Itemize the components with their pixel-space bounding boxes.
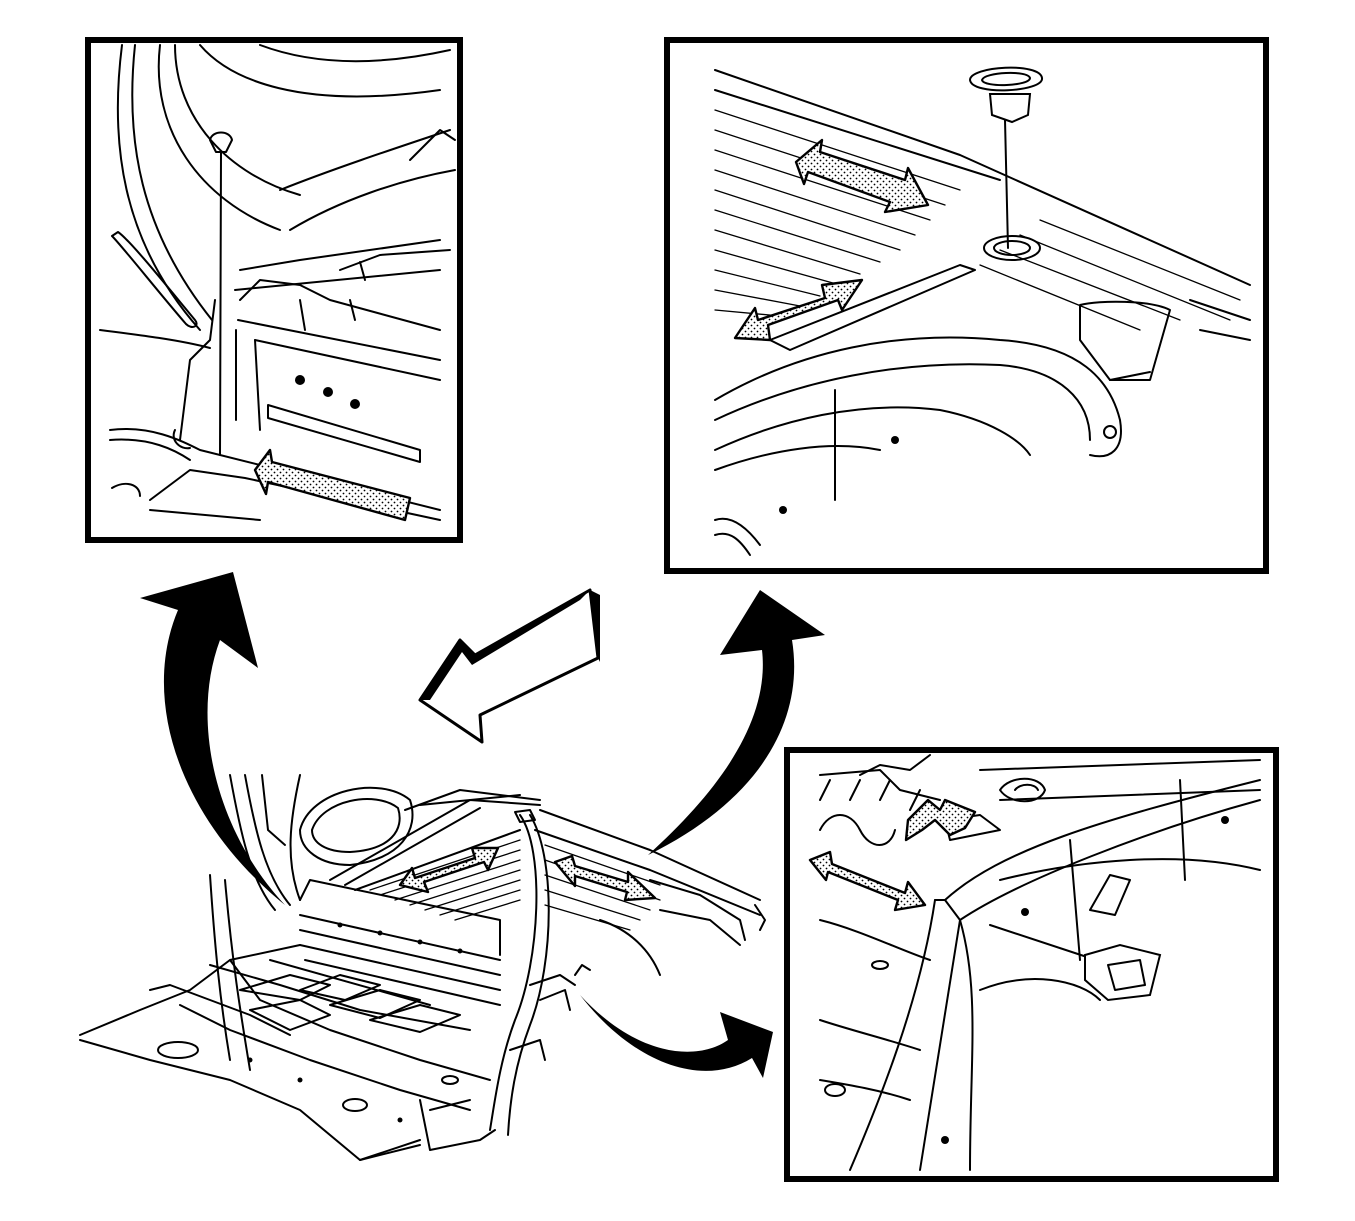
arrow-to-top-right (648, 590, 825, 855)
detail-top-right (664, 37, 1269, 574)
detail-top-left (85, 37, 463, 543)
arrow-to-bottom-right (580, 995, 773, 1078)
arrow-to-top-left (140, 572, 285, 905)
vehicle-floor-assembly (79, 774, 766, 1161)
front-direction-arrow (418, 588, 600, 744)
detail-bottom-right (784, 747, 1279, 1182)
main-slide-arrows (398, 846, 657, 902)
